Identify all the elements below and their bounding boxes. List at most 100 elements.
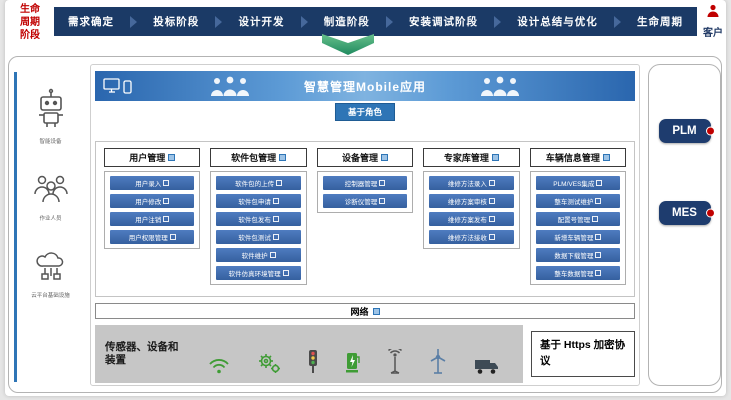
window-icon: [602, 154, 610, 161]
tab-design-dev[interactable]: 设计开发: [238, 16, 285, 28]
chevron-right-icon: [215, 15, 223, 28]
function-button[interactable]: 用户修改: [110, 194, 195, 208]
function-button[interactable]: 新增车辆管理: [535, 230, 621, 244]
function-button[interactable]: 整车测试维护: [535, 194, 621, 208]
module-box: 用户录入 用户修改 用户注销 用户权限管理: [104, 171, 201, 249]
function-button[interactable]: 数据下载管理: [535, 248, 621, 262]
function-button[interactable]: 配置号管理: [535, 212, 621, 226]
truck-icon: [475, 360, 499, 374]
link-icon: [595, 252, 602, 258]
cloud-computing-icon: [35, 252, 63, 280]
link-icon: [488, 234, 495, 240]
red-dot-icon: [705, 208, 715, 218]
tab-requirements[interactable]: 需求确定: [68, 16, 114, 28]
right-rail: PLM MES: [648, 64, 721, 386]
function-button[interactable]: PLM/VES集成: [535, 176, 621, 190]
module-box: 软件包的上传 软件包申请 软件包发布 软件包测试 软件维护 软件仿真环境管理: [210, 171, 307, 285]
link-icon: [169, 234, 176, 240]
function-button[interactable]: 软件包测试: [216, 230, 301, 244]
plm-label: PLM: [672, 125, 697, 137]
link-icon: [276, 180, 283, 186]
module-title: 专家库管理: [423, 148, 520, 167]
function-button[interactable]: 维修方案发布: [429, 212, 514, 226]
module-box: 控制器管理 诊断仪管理: [316, 171, 414, 213]
network-label: 网络: [350, 306, 369, 317]
traffic-light-icon: [309, 350, 318, 373]
gear-icon: [258, 354, 280, 373]
rail-item-device: 智能设备: [17, 88, 84, 145]
rail-caption: 智能设备: [39, 139, 62, 145]
lifecycle-label-line: 阶段: [20, 30, 40, 41]
function-button[interactable]: 软件维护: [216, 248, 301, 262]
chevron-right-icon: [494, 15, 502, 28]
role-chip: 基于角色: [334, 103, 396, 121]
mes-button[interactable]: MES: [658, 201, 715, 225]
function-button[interactable]: 诊断仪管理: [322, 194, 408, 208]
function-button[interactable]: 整车数据管理: [535, 266, 621, 280]
tab-lifecycle[interactable]: 生命周期: [637, 16, 683, 28]
window-icon: [168, 154, 176, 161]
banner-title: 智慧管理Mobile应用: [304, 79, 426, 94]
module-expert-library: 专家库管理 维修方法录入 维修方案审核 维修方案发布 维修方法接收: [423, 148, 520, 290]
module-software-package: 软件包管理 软件包的上传 软件包申请 软件包发布 软件包测试 软件维护 软件仿真…: [210, 148, 307, 290]
plm-button[interactable]: PLM: [658, 119, 715, 143]
bottom-row: 传感器、设备和装置: [95, 325, 635, 383]
link-icon: [488, 180, 495, 186]
wifi-icon: [209, 359, 229, 374]
rail-caption: 云平台基础设施: [31, 293, 70, 299]
robot-icon: [38, 88, 63, 127]
chevron-right-icon: [300, 15, 308, 28]
tab-bidding[interactable]: 投标阶段: [153, 16, 200, 28]
link-icon: [488, 198, 495, 204]
modules-area: 用户管理 用户录入 用户修改 用户注销 用户权限管理 软件包管理 软件包的上传 …: [95, 141, 635, 297]
module-title-text: 车辆信息管理: [545, 153, 600, 163]
module-box: PLM/VES集成 整车测试维护 配置号管理 新增车辆管理 数据下载管理 整车数…: [529, 171, 627, 285]
link-icon: [379, 180, 386, 186]
function-button[interactable]: 用户注销: [110, 212, 195, 226]
module-box: 维修方法录入 维修方案审核 维修方案发布 维修方法接收: [423, 171, 520, 249]
module-vehicle-info: 车辆信息管理 PLM/VES集成 整车测试维护 配置号管理 新增车辆管理 数据下…: [529, 148, 627, 290]
mobile-app-banner: 智慧管理Mobile应用: [95, 71, 635, 101]
function-button[interactable]: 维修方法录入: [429, 176, 514, 190]
tab-install-debug[interactable]: 安装调试阶段: [409, 16, 478, 28]
module-title: 用户管理: [104, 148, 201, 167]
function-button[interactable]: 用户权限管理: [110, 230, 195, 244]
red-dot-icon: [705, 126, 715, 136]
function-button[interactable]: 维修方法接收: [429, 230, 514, 244]
tab-manufacturing[interactable]: 制造阶段: [323, 16, 370, 28]
window-icon: [279, 154, 287, 161]
link-icon: [163, 180, 170, 186]
link-icon: [596, 180, 603, 186]
link-icon: [163, 198, 170, 204]
lifecycle-phase-label: 生命 周期 阶段: [12, 3, 48, 42]
antenna-icon: [387, 349, 402, 374]
function-button[interactable]: 维修方案审核: [429, 194, 514, 208]
link-icon: [269, 252, 276, 258]
function-button[interactable]: 软件包发布: [216, 212, 301, 226]
lifecycle-label-line: 周期: [20, 17, 40, 28]
network-bar: 网络: [95, 303, 635, 319]
function-button[interactable]: 软件包申请: [216, 194, 301, 208]
function-button[interactable]: 软件仿真环境管理: [216, 266, 301, 280]
customer-label: 客户: [703, 28, 723, 39]
module-title-text: 用户管理: [129, 153, 166, 163]
chevron-right-icon: [130, 15, 138, 28]
link-icon: [272, 234, 279, 240]
lifecycle-stage-bar: 需求确定 投标阶段 设计开发 制造阶段 安装调试阶段 设计总结与优化 生命周期: [54, 7, 697, 36]
window-icon: [372, 307, 380, 315]
module-equipment: 设备管理 控制器管理 诊断仪管理: [316, 148, 414, 290]
function-button[interactable]: 用户录入: [110, 176, 195, 190]
function-button[interactable]: 控制器管理: [322, 176, 408, 190]
link-icon: [595, 234, 602, 240]
tab-summary-optimize[interactable]: 设计总结与优化: [517, 16, 598, 28]
sensor-band: 传感器、设备和装置: [95, 325, 523, 383]
users-group-icon: [211, 76, 250, 96]
function-button[interactable]: 软件包的上传: [216, 176, 301, 190]
https-protocol-box: 基于 Https 加密协议: [531, 331, 635, 377]
link-icon: [488, 216, 495, 222]
module-title: 车辆信息管理: [529, 148, 627, 167]
link-icon: [272, 216, 279, 222]
down-arrow-icon: [322, 34, 374, 61]
module-user-management: 用户管理 用户录入 用户修改 用户注销 用户权限管理: [104, 148, 201, 290]
